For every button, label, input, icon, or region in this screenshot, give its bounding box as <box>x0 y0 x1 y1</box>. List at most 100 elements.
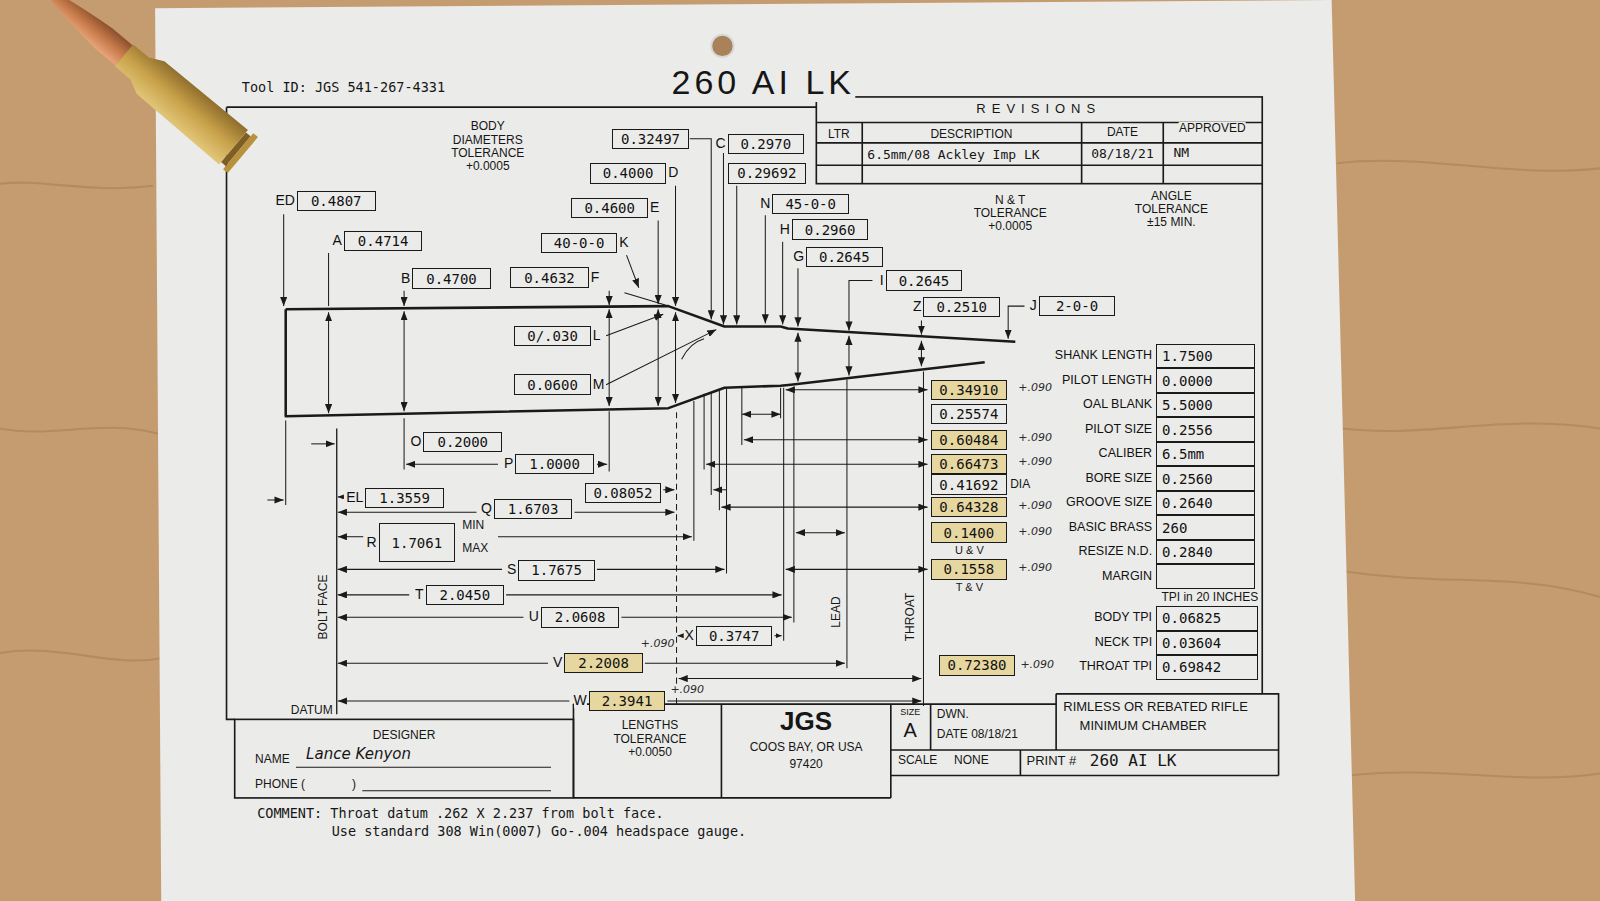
spec-value-box: RESIZE N.D.0.2840 <box>1156 540 1255 564</box>
reference-line-label: LEAD <box>830 597 844 628</box>
dimension-box: ED0.4807 <box>297 191 376 211</box>
dimension-value: 1.7061 <box>392 535 443 551</box>
spec-value-box: SHANK LENGTH1.7500 <box>1156 344 1255 368</box>
dimension-value: 45-0-0 <box>785 196 836 212</box>
dimension-lines-part <box>682 339 704 359</box>
dimension-box: 0.72380 <box>939 655 1016 675</box>
print-number: 260 AI LK <box>1090 752 1177 770</box>
dimension-value: 0.2970 <box>741 136 792 152</box>
wood-table-part <box>0 651 161 661</box>
drawing-frame-part <box>296 767 551 790</box>
dimension-lines-part <box>797 333 798 382</box>
spec-value: 260 <box>1162 520 1187 536</box>
dimension-letter: M <box>593 377 605 392</box>
dimension-box: S1.7675 <box>518 560 595 580</box>
wood-table-part <box>0 428 158 434</box>
tolerance-note: BODY DIAMETERS TOLERANCE +0.0005 <box>447 120 529 173</box>
company-logo: JGS <box>780 707 832 737</box>
dimension-box: X0.3747 <box>696 626 773 646</box>
dimension-box: 0.4632F <box>510 267 589 287</box>
dimension-letter: V <box>553 656 562 671</box>
dimension-lines-part <box>621 617 791 618</box>
dimension-letter: U <box>529 610 539 625</box>
dimension-letter: W <box>574 693 587 708</box>
dimension-letter: P <box>504 457 513 472</box>
dimension-value: 0.4600 <box>584 200 635 216</box>
dimension-lines-part <box>713 489 726 490</box>
dimension-value: 0.1558 <box>944 561 995 577</box>
dimension-value: 0.4000 <box>603 165 654 181</box>
dimension-value: 0.4700 <box>426 271 477 287</box>
spec-value: 0.0000 <box>1162 373 1213 389</box>
table-title: REVISIONS <box>976 102 1101 117</box>
dimension-lines-part <box>328 312 329 413</box>
spec-value-box: BORE SIZE0.2560 <box>1156 466 1255 490</box>
dimension-lines-part <box>338 569 502 570</box>
dimension-value: 0.64328 <box>939 499 998 515</box>
dimension-lines-part <box>723 153 724 324</box>
dimension-lines-part <box>658 220 659 304</box>
dimension-box: O0.2000 <box>423 432 502 452</box>
dimension-lines-part <box>921 341 922 367</box>
wood-table-part <box>1345 571 1600 597</box>
spec-value: 0.2840 <box>1162 544 1213 560</box>
dimension-box: N45-0-0 <box>772 194 849 214</box>
dimension-value: 0.34910 <box>939 382 998 398</box>
dimension-lines-part <box>506 594 782 595</box>
dimension-box: 0.1400 <box>931 522 1008 542</box>
dimension-lines-part <box>721 507 927 508</box>
spec-value-box: GROOVE SIZE0.2640 <box>1156 491 1255 515</box>
dimension-lines-part <box>624 293 665 305</box>
dimension-box: 0.32497 <box>612 129 689 149</box>
title-block-text: COOS BAY, OR USA <box>750 741 863 755</box>
table-header: LTR <box>828 128 850 142</box>
dimension-box: 0.66473 <box>931 454 1008 474</box>
dimension-letter: O <box>411 434 422 449</box>
title-block-text: PHONE ( <box>255 778 305 792</box>
dimension-box: Z0.2510 <box>923 297 1000 317</box>
handwritten-note: +.090 <box>641 638 675 651</box>
dimension-value: 0.32497 <box>621 131 680 147</box>
dimension-lines-part <box>645 663 845 664</box>
dimension-box: A0.4714 <box>344 231 423 251</box>
dimension-letter: EL <box>346 490 363 505</box>
dimension-value: 1.0000 <box>529 456 580 472</box>
paper-sheet-part <box>155 0 1355 901</box>
title-block-text: SIZE <box>900 707 920 717</box>
chamber-outline <box>286 306 1016 416</box>
spec-value: 0.06825 <box>1162 610 1221 626</box>
drawing-frame-part <box>816 97 1262 184</box>
drawing-title: 260 AI LK <box>672 63 855 102</box>
wood-table-part <box>1337 161 1600 171</box>
dimension-note: MAX <box>462 542 488 556</box>
dimension-value: 0/.030 <box>527 328 578 344</box>
dimension-box: C0.2970 <box>728 134 805 154</box>
drawing-frame-part <box>573 694 1278 798</box>
drawing-frame-part <box>235 719 574 798</box>
dimension-lines-part <box>797 268 798 326</box>
cartridge-photo-part <box>110 38 248 164</box>
spec-value-box: CALIBER6.5mm <box>1156 442 1255 466</box>
handwritten-note: +.090 <box>670 684 704 697</box>
dimension-lines-part <box>338 617 524 618</box>
spec-label: BORE SIZE <box>1085 472 1152 486</box>
dimension-lines-part <box>663 489 674 490</box>
dimension-lines-part <box>921 320 922 334</box>
dimension-lines-part <box>286 411 609 505</box>
dimension-value: 0.60484 <box>939 432 998 448</box>
spec-label: BODY TPI <box>1094 611 1152 625</box>
drawing-frame-part <box>816 122 1262 183</box>
spec-label: SHANK LENGTH <box>1055 349 1152 363</box>
dimension-value: 0.29692 <box>737 165 796 181</box>
dimension-note: T & V <box>956 581 983 594</box>
dimension-lines-part <box>786 569 928 570</box>
handwritten-note: +.090 <box>1018 562 1052 575</box>
dimension-value: 2.0608 <box>555 609 606 625</box>
dimension-lines-part <box>675 186 676 306</box>
dimension-box: T2.0450 <box>426 585 505 605</box>
dimension-lines-part <box>774 635 781 636</box>
dimension-box: J2-0-0 <box>1039 296 1116 316</box>
spec-value-box: PILOT SIZE0.2556 <box>1156 417 1255 441</box>
dimension-value: 0.3747 <box>709 628 760 644</box>
dimension-lines-part <box>606 314 663 335</box>
